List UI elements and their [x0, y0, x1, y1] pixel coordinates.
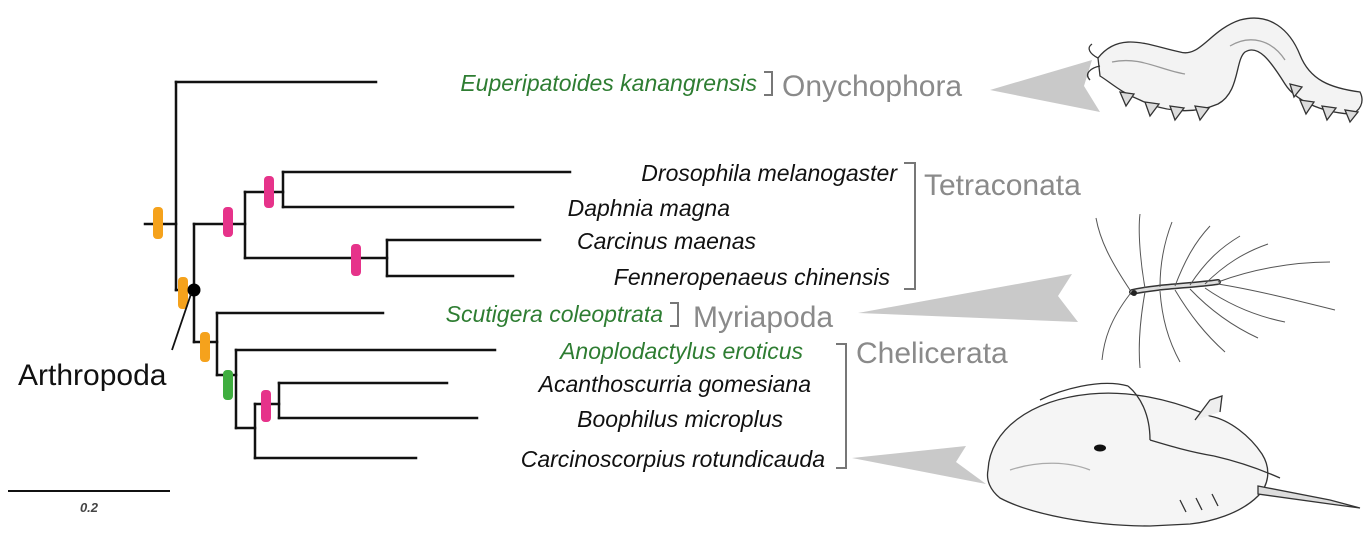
- taxon-label-anoplodactylus: Anoplodactylus eroticus: [558, 338, 803, 364]
- arthropoda-label: Arthropoda: [18, 359, 167, 392]
- taxon-label-carcinoscorpius: Carcinoscorpius rotundicauda: [521, 446, 825, 472]
- taxon-label-carcinus: Carcinus maenas: [577, 228, 756, 254]
- taxon-label-scutigera: Scutigera coleoptrata: [446, 301, 663, 327]
- centipede-drawing: [1096, 214, 1335, 368]
- marker-orange-arthropoda: [178, 277, 188, 309]
- marker-pink-pancrustacea-a: [264, 176, 274, 208]
- scale-bar: 0.2: [8, 491, 170, 515]
- horseshoe-crab-drawing: [988, 383, 1361, 526]
- clade-label-onychophora: Onychophora: [782, 70, 962, 103]
- velvet-worm-drawing: [1088, 18, 1362, 122]
- marker-pink-arachnida: [261, 390, 271, 422]
- bracket-tetraconata: [904, 163, 915, 289]
- marker-orange-myrio-cheli: [200, 332, 210, 362]
- pointer-chelicerata: [852, 446, 986, 484]
- taxon-label-euperipatoides: Euperipatoides kanangrensis: [460, 70, 757, 96]
- marker-pink-decapoda: [351, 244, 361, 276]
- scale-bar-label: 0.2: [80, 500, 99, 515]
- marker-green-chelicerata: [223, 370, 233, 400]
- taxon-label-drosophila: Drosophila melanogaster: [641, 160, 898, 186]
- bracket-onychophora: [764, 72, 772, 95]
- clade-labels: Onychophora Tetraconata Myriapoda Chelic…: [693, 70, 1081, 370]
- marker-pink-tetraconata: [223, 207, 233, 237]
- marker-orange-root: [153, 207, 163, 239]
- arthropoda-node-callout: Arthropoda: [18, 284, 201, 393]
- taxon-label-fenneropenaeus: Fenneropenaeus chinensis: [614, 264, 891, 290]
- clade-label-chelicerata: Chelicerata: [856, 337, 1008, 370]
- taxon-label-daphnia: Daphnia magna: [568, 195, 730, 221]
- bracket-chelicerata: [836, 344, 846, 468]
- taxon-label-acanthoscurria: Acanthoscurria gomesiana: [537, 371, 811, 397]
- arthropoda-node-dot: [188, 284, 201, 297]
- pointer-onychophora: [990, 60, 1100, 112]
- clade-label-myriapoda: Myriapoda: [693, 301, 833, 334]
- clade-label-tetraconata: Tetraconata: [924, 169, 1081, 202]
- taxon-labels: Euperipatoides kanangrensis Drosophila m…: [446, 70, 899, 472]
- pointer-myriapoda: [858, 274, 1078, 322]
- taxon-label-boophilus: Boophilus microplus: [577, 406, 783, 432]
- event-markers: [153, 176, 361, 422]
- bracket-myriapoda: [670, 303, 678, 326]
